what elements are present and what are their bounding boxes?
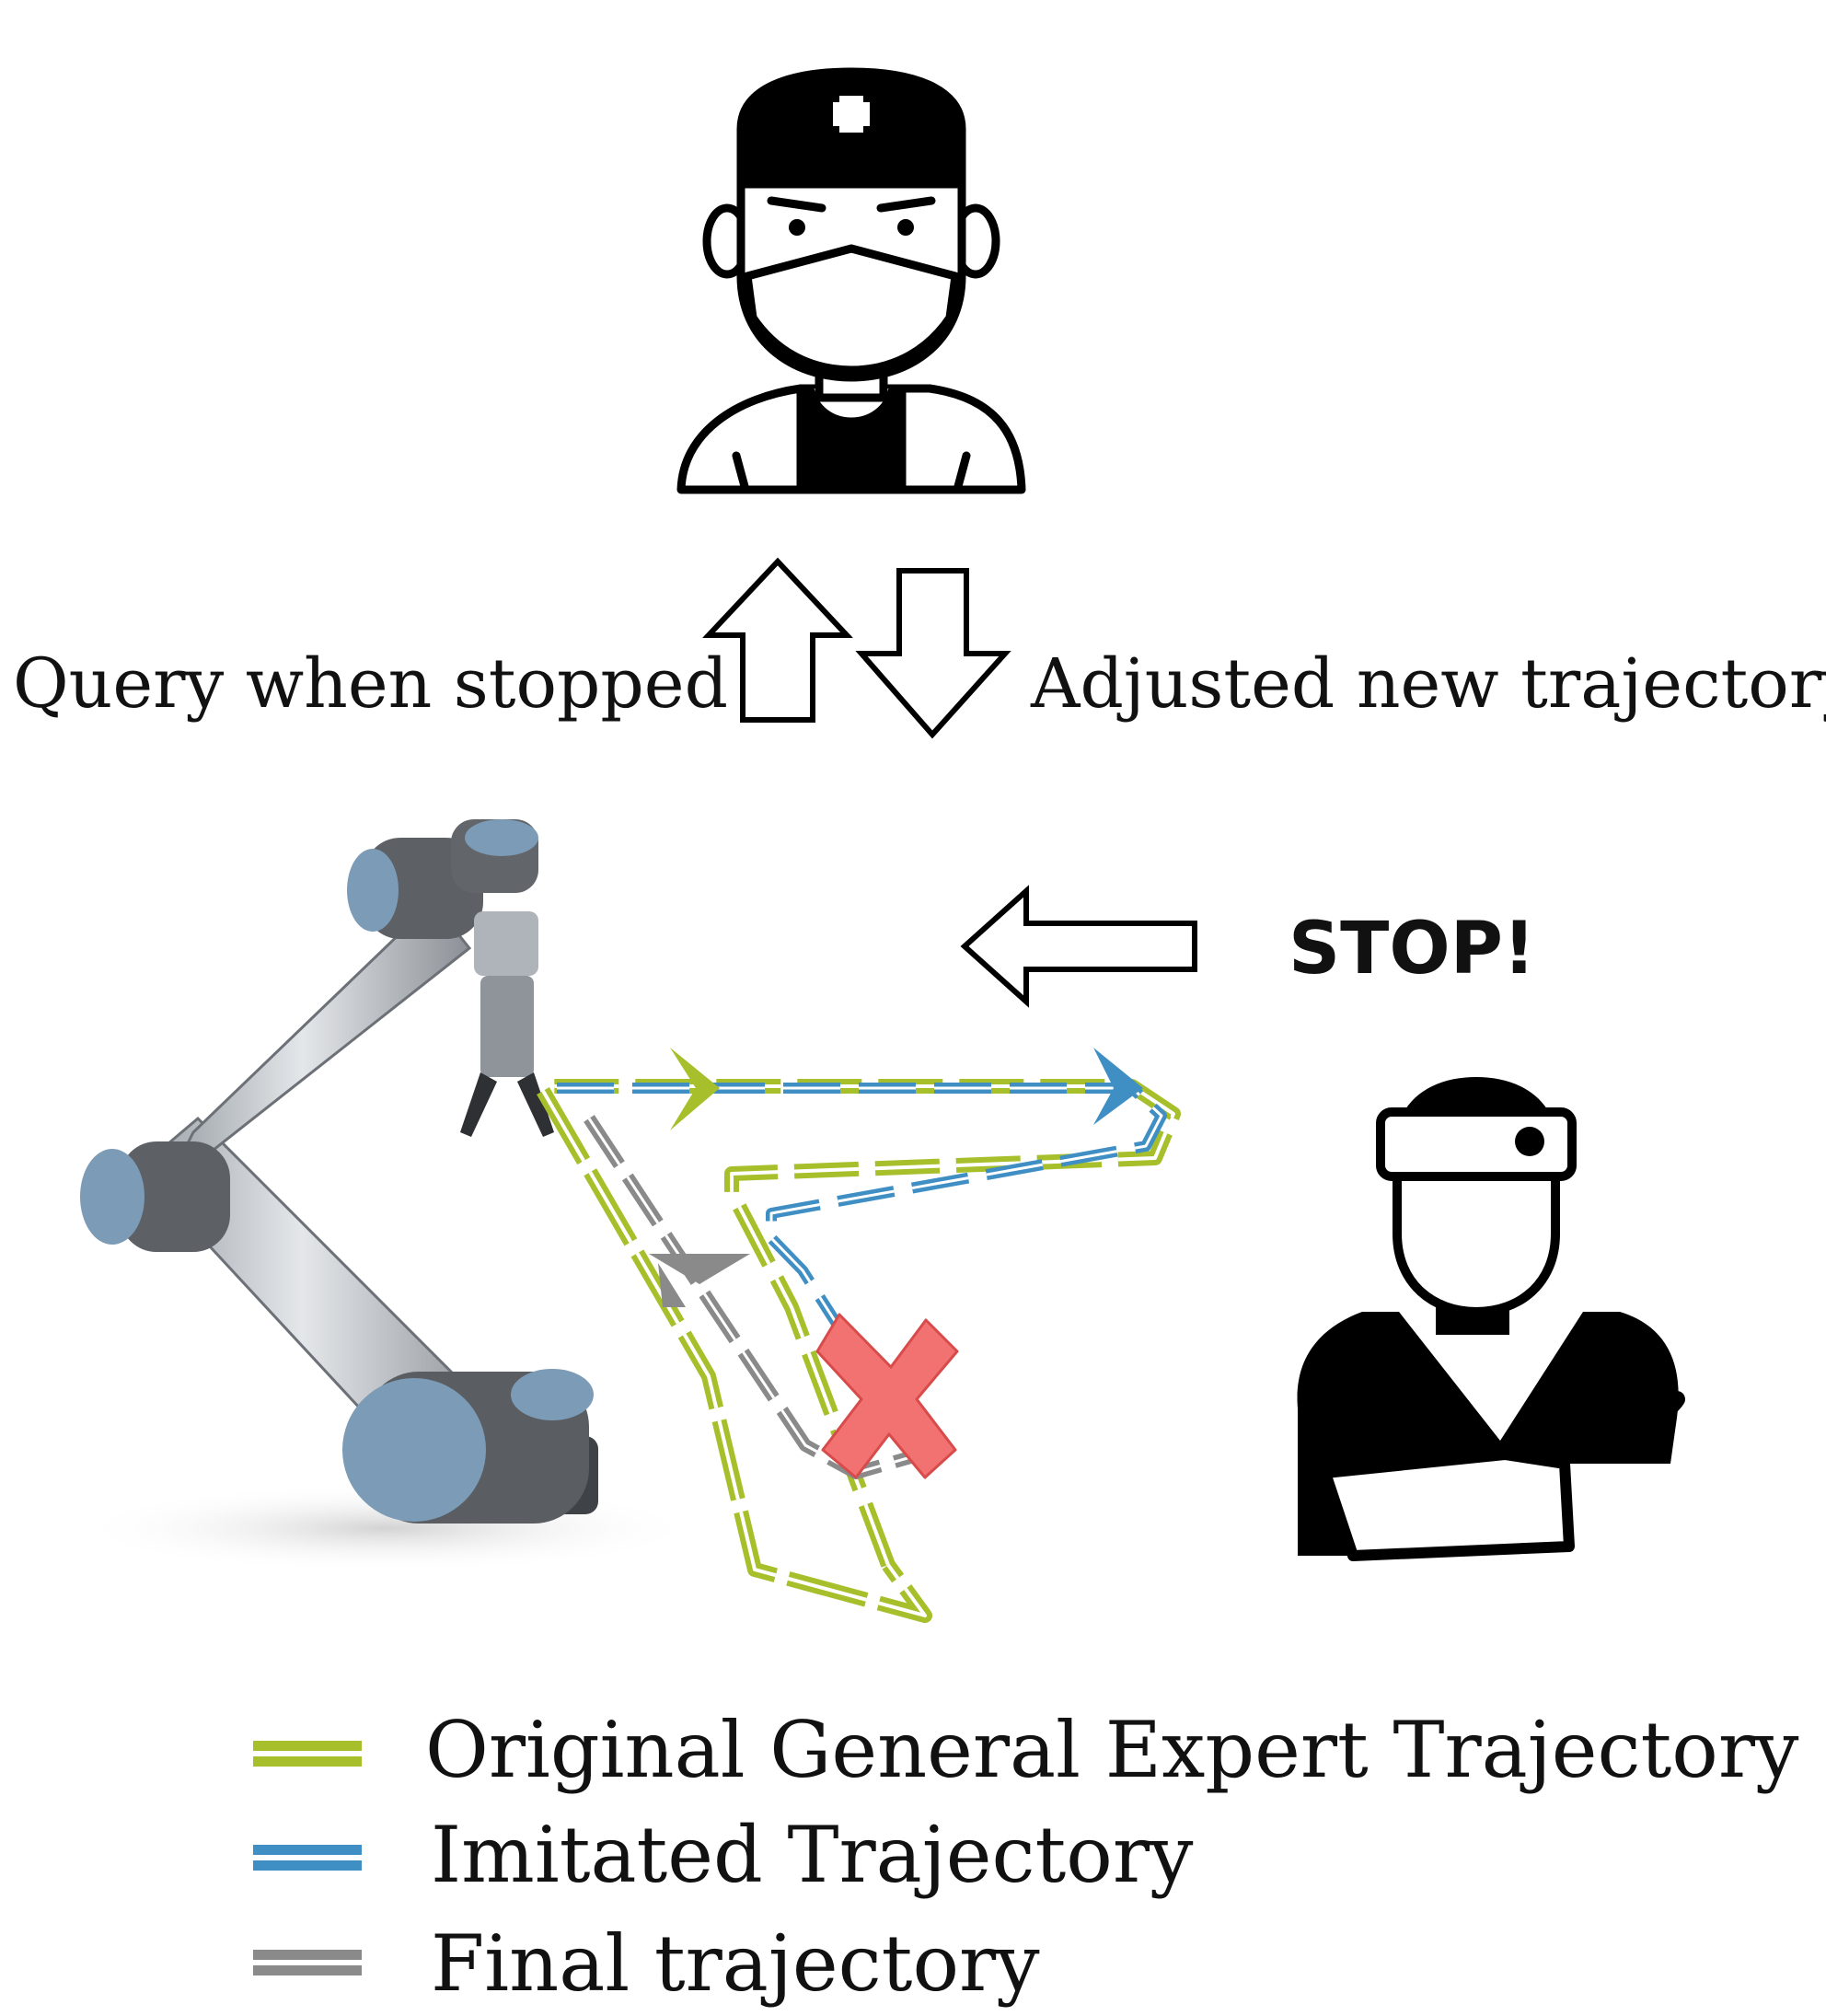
adjusted-label: Adjusted new trajectory: [1030, 644, 1826, 724]
surgeon-with-mask-icon: [676, 67, 1026, 494]
gray-direction-arrow-icon: [649, 1254, 750, 1307]
surgeon-eyes: [767, 196, 936, 236]
imitated-trajectory: [557, 1083, 1167, 1343]
legend-label-imitated: Imitated Trajectory: [431, 1810, 1194, 1900]
x-mark-icon: [815, 1313, 959, 1479]
legend: Original General Expert Trajectory Imita…: [253, 1705, 1799, 2009]
legend-swatch-final: [253, 1950, 362, 1975]
left-arrow-icon: [960, 885, 1197, 1008]
legend-swatch-original: [253, 1741, 362, 1767]
down-arrow-icon: [855, 568, 1011, 739]
green-direction-arrow-icon: [670, 1048, 720, 1130]
blue-direction-arrow-icon: [1093, 1048, 1143, 1125]
stop-label: STOP!: [1289, 908, 1535, 991]
medical-cross-icon: [833, 96, 870, 133]
robot-arm-icon: [74, 819, 699, 1572]
legend-label-final: Final trajectory: [431, 1918, 1040, 2009]
legend-label-original: Original General Expert Trajectory: [425, 1705, 1799, 1795]
legend-swatches: [253, 1741, 362, 1975]
query-label: Query when stopped: [13, 644, 728, 724]
up-arrow-icon: [702, 557, 853, 723]
injured-person-with-sling-icon: [1297, 1077, 1685, 1561]
legend-swatch-imitated: [253, 1845, 362, 1871]
